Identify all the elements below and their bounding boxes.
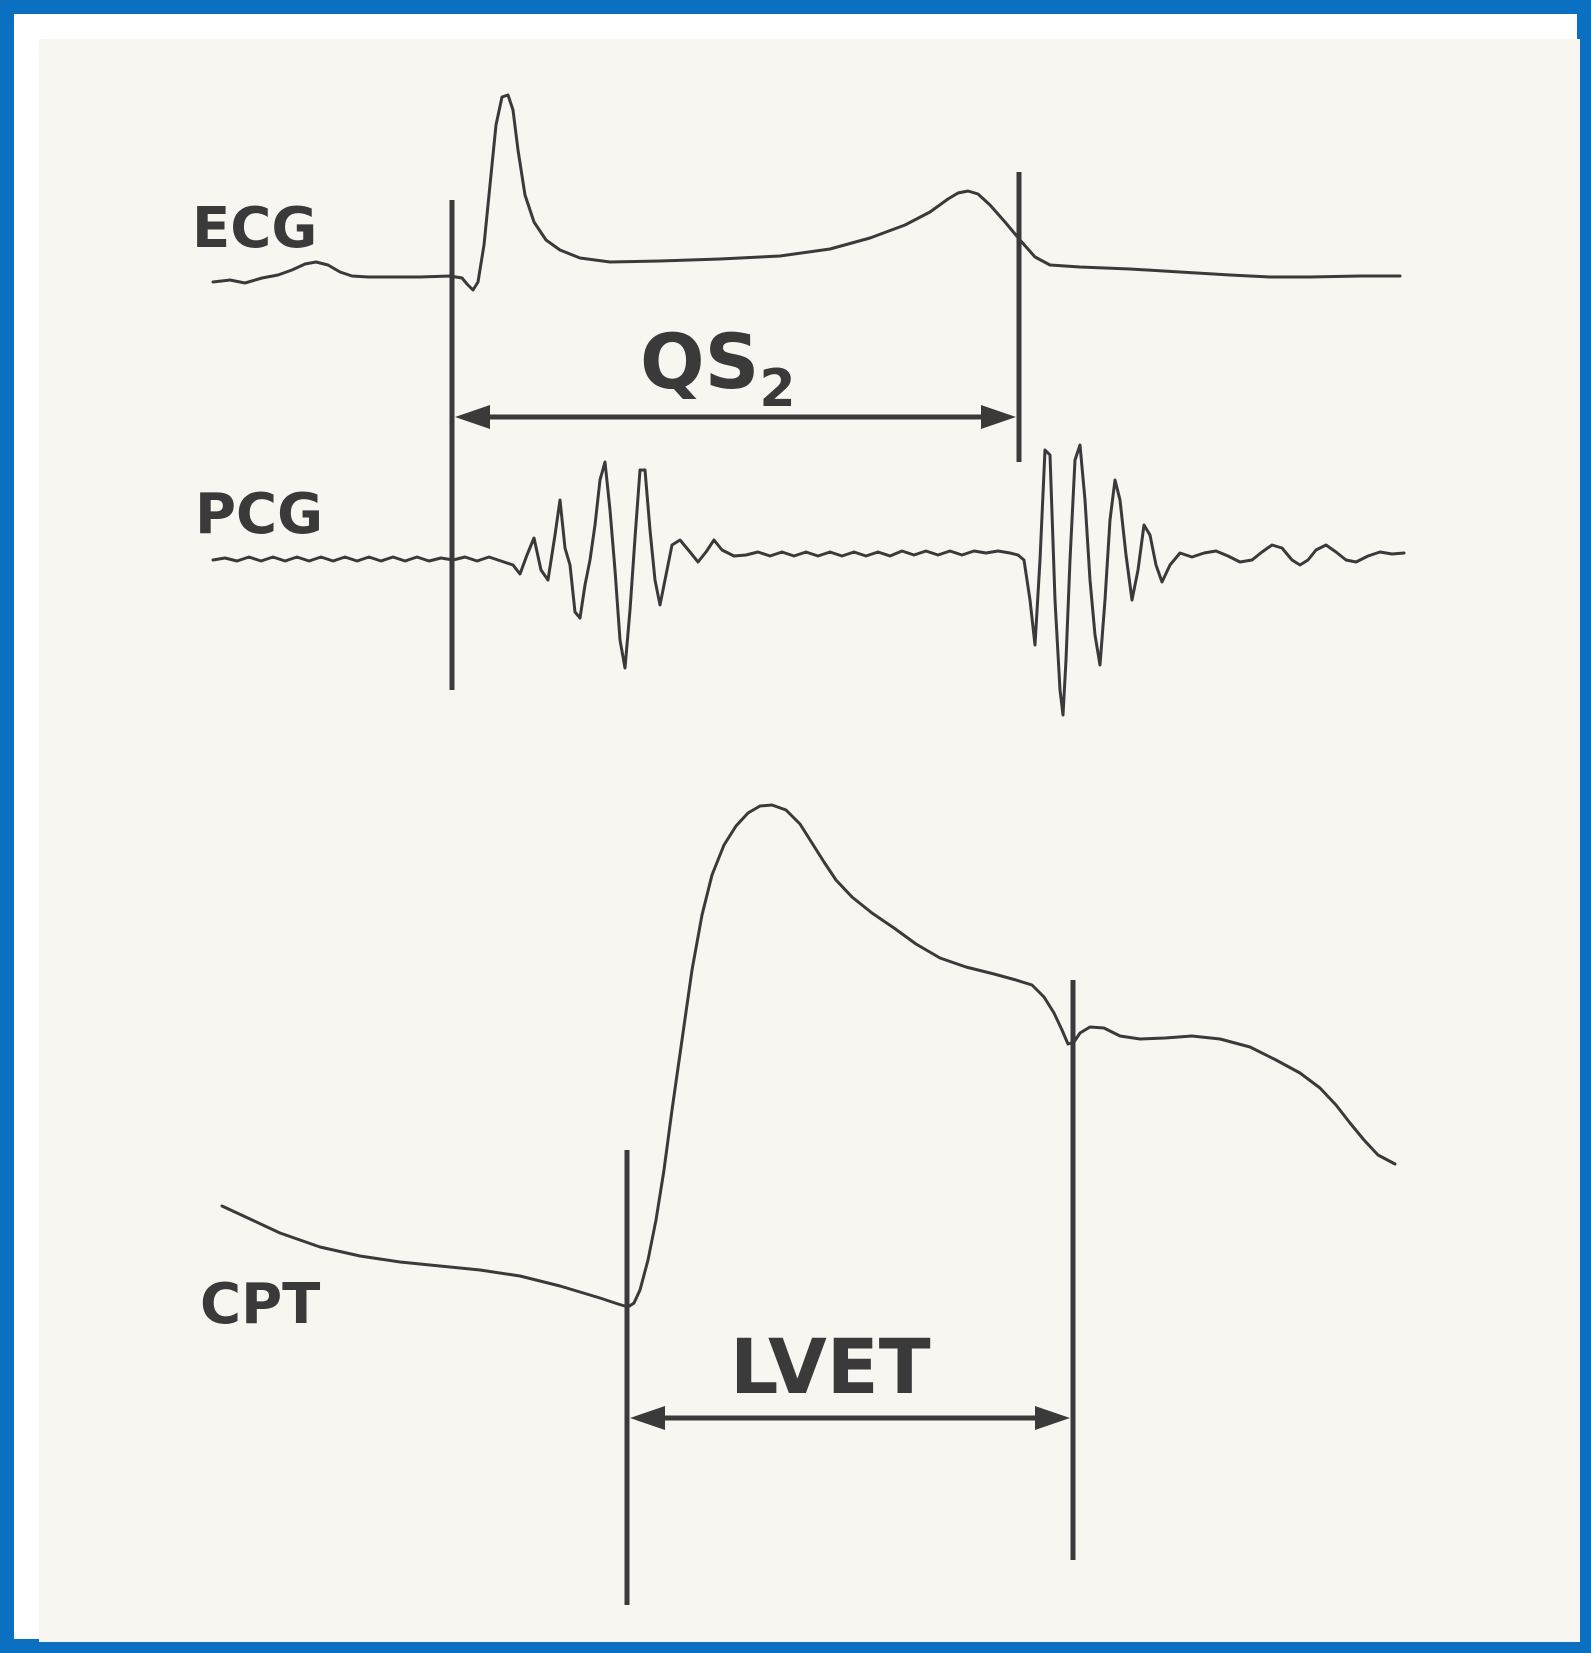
qs2-arrowhead-left bbox=[455, 405, 490, 429]
ecg-trace bbox=[211, 93, 1402, 292]
lvet-arrowhead-right bbox=[1035, 1406, 1070, 1430]
qs2-interval-arrow bbox=[455, 405, 1016, 429]
cpt-trace bbox=[220, 803, 1397, 1309]
qs2-label: QS2 bbox=[640, 317, 796, 419]
qs2-label-subscript: 2 bbox=[759, 359, 795, 419]
lvet-label: LVET bbox=[730, 1322, 931, 1411]
qs2-arrowhead-right bbox=[981, 405, 1016, 429]
qs2-label-main: QS bbox=[640, 317, 759, 406]
lvet-interval-arrow bbox=[630, 1406, 1070, 1430]
lvet-arrowhead-left bbox=[630, 1406, 665, 1430]
cpt-label: CPT bbox=[200, 1272, 320, 1337]
pcg-trace bbox=[211, 443, 1406, 717]
ecg-label: ECG bbox=[192, 196, 317, 261]
pcg-label: PCG bbox=[195, 482, 323, 547]
